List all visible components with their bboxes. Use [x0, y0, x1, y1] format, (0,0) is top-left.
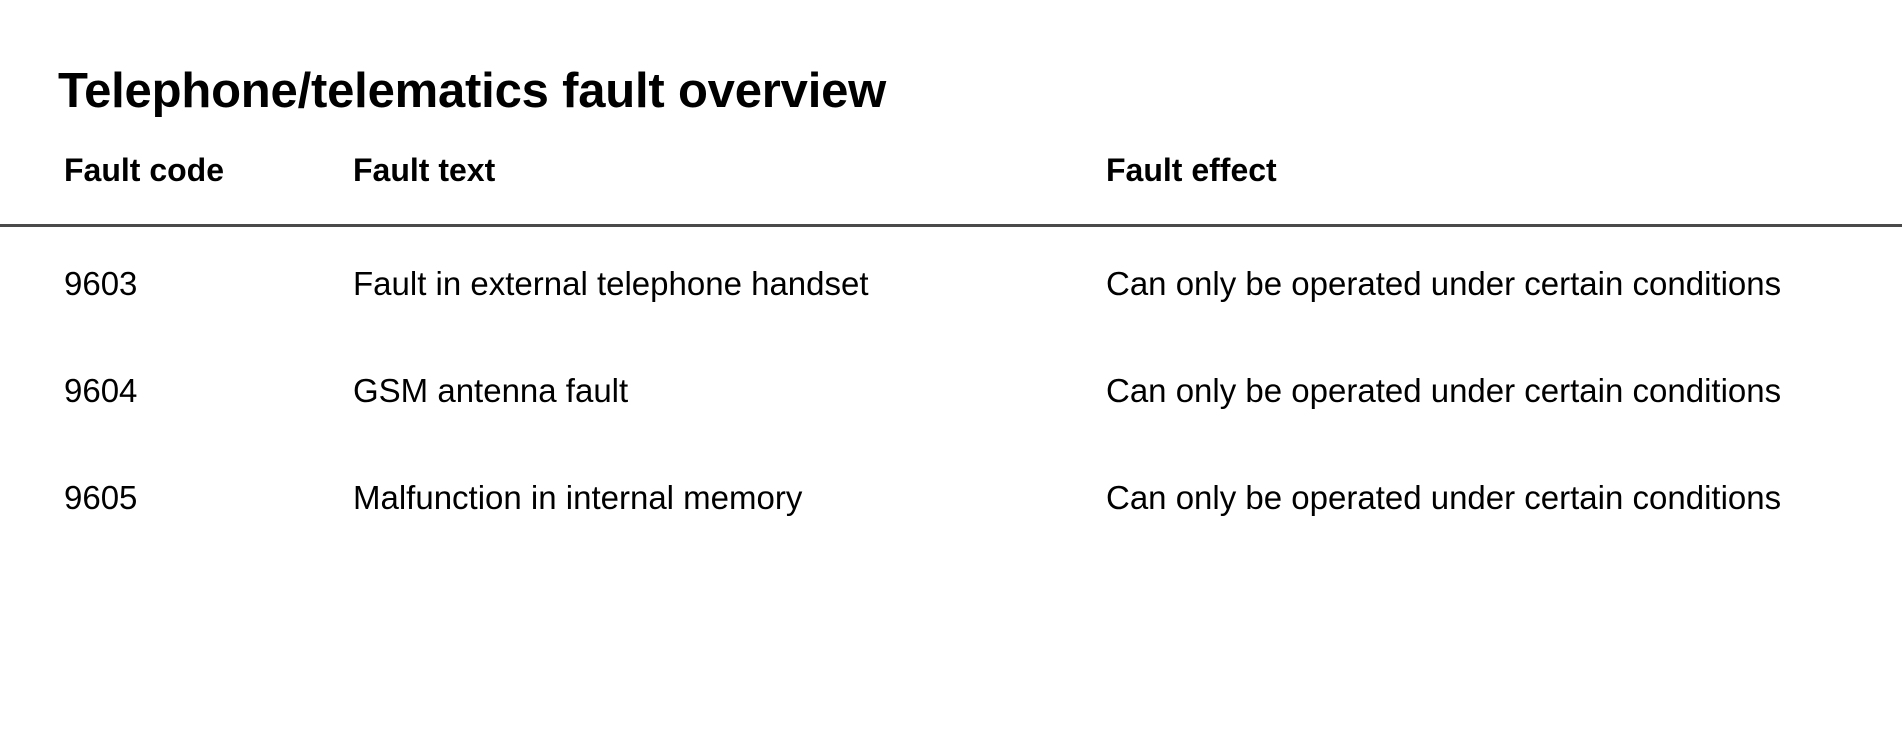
table-header-row: Fault code Fault text Fault effect [0, 150, 1902, 226]
column-header-fault-effect: Fault effect [1106, 152, 1277, 188]
cell-fault-text: Fault in external telephone handset [353, 265, 869, 302]
cell-fault-effect-label: Can only be operated under certain condi… [1106, 265, 1782, 302]
cell-fault-effect-label: Can only be operated under certain condi… [1106, 371, 1782, 409]
table-body: 9603 Fault in external telephone handset… [0, 226, 1902, 522]
cell-fault-code: 9605 [64, 478, 138, 516]
table-header: Fault code Fault text Fault effect [0, 150, 1902, 226]
cell-fault-effect: Can only be operated under certain condi… [1081, 226, 1902, 308]
table-row: 9604 GSM antenna fault Can only be opera… [0, 308, 1902, 415]
column-header-fault-code: Fault code [64, 152, 225, 188]
table-row: 9603 Fault in external telephone handset… [0, 226, 1902, 308]
column-header-fault-text: Fault text [353, 152, 496, 188]
cell-fault-text: Malfunction in internal memory [353, 478, 803, 516]
cell-fault-effect-label: Can only be operated under certain condi… [1106, 478, 1782, 516]
page-title: Telephone/telematics fault overview [58, 63, 887, 118]
fault-overview-table: Fault code Fault text Fault effect 9603 … [0, 150, 1902, 522]
cell-fault-effect: Can only be operated under certain condi… [1081, 415, 1902, 522]
cell-fault-code: 9604 [64, 371, 138, 409]
cell-fault-code: 9603 [64, 265, 138, 302]
cell-fault-text: GSM antenna fault [353, 371, 629, 409]
table-row: 9605 Malfunction in internal memory Can … [0, 415, 1902, 522]
cell-fault-effect: Can only be operated under certain condi… [1081, 308, 1902, 415]
